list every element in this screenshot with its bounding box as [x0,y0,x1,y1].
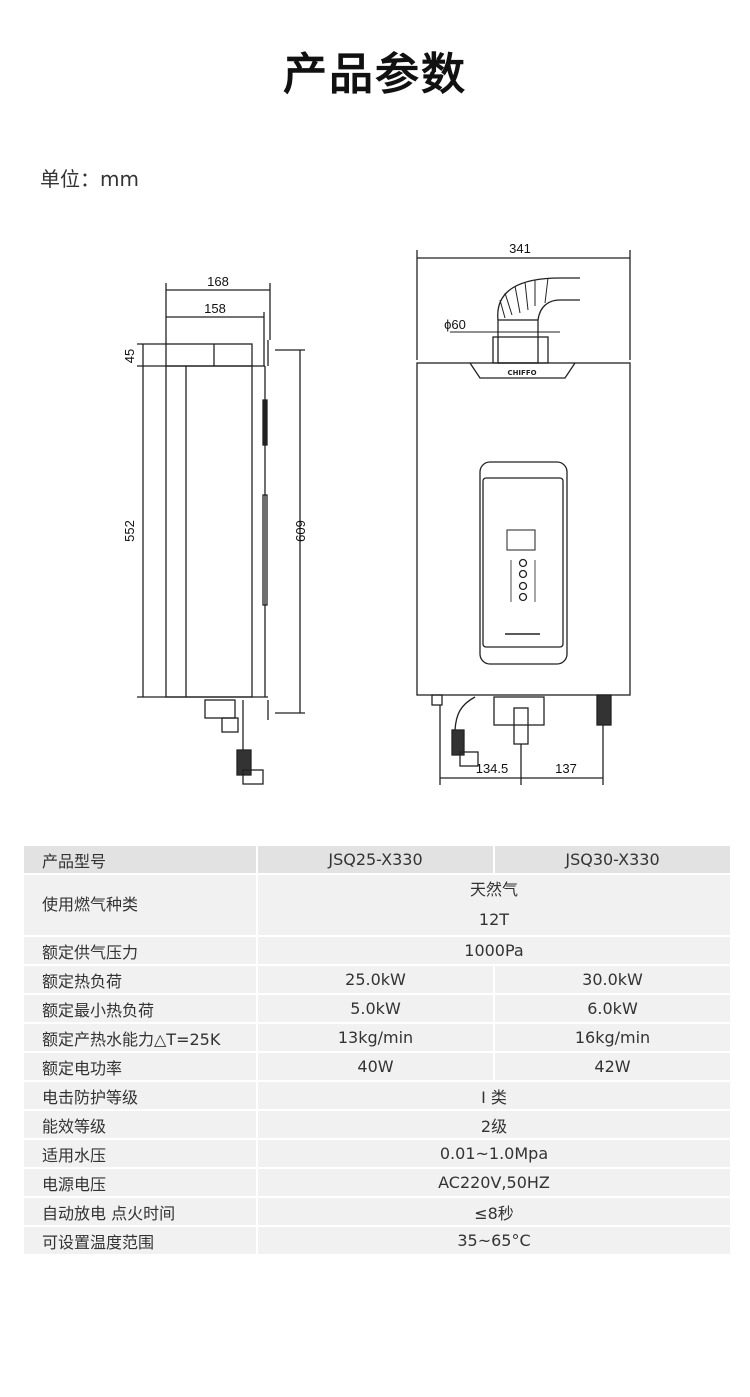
row-label: 电源电压 [22,1167,258,1198]
brand-logo: CHIFFO [507,369,536,377]
row-value-2: 42W [493,1051,732,1082]
row-value-1: 40W [256,1051,495,1082]
gas-code: 12T [478,910,510,929]
row-value-2: 30.0kW [493,964,732,995]
page-title: 产品参数 [283,49,467,100]
dimension-drawings [137,250,631,785]
row-value: 天然气 12T [256,873,732,937]
row-label: 自动放电 点火时间 [22,1196,258,1227]
header-label: 产品型号 [22,844,258,875]
dim-341: 341 [509,241,531,256]
dimension-labels: 168 158 45 552 609 341 ϕ60 CHIFFO 134.5 … [122,241,577,776]
spec-table: 产品型号 JSQ25-X330 JSQ30-X330 使用燃气种类 天然气 12T… [22,844,732,1256]
dim-158: 158 [204,301,226,316]
row-label: 电击防护等级 [22,1080,258,1111]
row-value-1: 13kg/min [256,1022,495,1053]
model-1: JSQ25-X330 [256,844,495,875]
dim-609: 609 [293,520,308,542]
table-row: 自动放电 点火时间≤8秒 [22,1196,732,1227]
row-label: 额定热负荷 [22,964,258,995]
table-row: 使用燃气种类 天然气 12T [22,873,732,937]
row-value: 1000Pa [256,935,732,966]
row-label: 额定供气压力 [22,935,258,966]
row-value: AC220V,50HZ [256,1167,732,1198]
dim-552: 552 [122,520,137,542]
row-label: 额定电功率 [22,1051,258,1082]
unit-label: 单位：mm [40,167,139,191]
dim-168: 168 [207,274,229,289]
dim-134-5: 134.5 [476,761,509,776]
row-value: 0.01~1.0Mpa [256,1138,732,1169]
model-2: JSQ30-X330 [493,844,732,875]
gas-type: 天然气 [469,880,518,899]
row-value: 35~65°C [256,1225,732,1256]
row-value: I 类 [256,1080,732,1111]
row-label: 额定产热水能力△T=25K [22,1022,258,1053]
row-label: 可设置温度范围 [22,1225,258,1256]
row-value-2: 16kg/min [493,1022,732,1053]
row-label: 适用水压 [22,1138,258,1169]
row-label: 额定最小热负荷 [22,993,258,1024]
table-header-row: 产品型号 JSQ25-X330 JSQ30-X330 [22,844,732,875]
row-label: 能效等级 [22,1109,258,1140]
row-value: 2级 [256,1109,732,1140]
row-value-1: 5.0kW [256,993,495,1024]
row-value-2: 6.0kW [493,993,732,1024]
row-value-1: 25.0kW [256,964,495,995]
row-label: 使用燃气种类 [22,873,258,937]
row-value: ≤8秒 [256,1196,732,1227]
side-view-drawing [137,283,305,785]
dim-137: 137 [555,761,577,776]
dim-pipe-diameter: ϕ60 [444,317,466,332]
dim-45: 45 [122,349,137,363]
front-view-drawing [416,250,631,785]
